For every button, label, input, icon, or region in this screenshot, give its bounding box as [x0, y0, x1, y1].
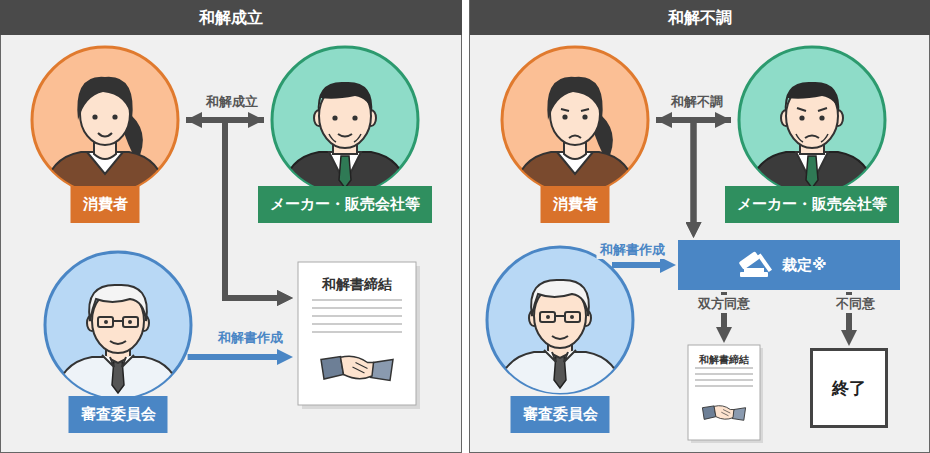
node-label: 消費者: [541, 186, 610, 223]
happy-woman: [43, 77, 167, 197]
node-label: 審査委員会: [69, 396, 168, 433]
node-label: 消費者: [71, 186, 140, 223]
node-label: 和解書締結: [685, 353, 763, 367]
panel-header: 和解不調: [470, 0, 930, 35]
panel-header: 和解成立: [0, 0, 462, 35]
edge-label: 和解書作成: [215, 329, 286, 347]
party-node: 消費者: [30, 45, 180, 223]
document-node: 和解書締結: [295, 262, 419, 405]
document-node: 和解書締結: [685, 345, 763, 440]
node-label: 終了: [813, 351, 885, 425]
panel: 和解不調消費者 メーカー・販売会社等審査委員会 裁定※ 和解書締結 終了: [470, 0, 930, 453]
node-label: メーカー・販売会社等: [725, 186, 899, 223]
party-node: 審査委員会: [485, 245, 635, 433]
node-label: 審査委員会: [511, 396, 610, 433]
end-box: 終了: [810, 348, 888, 428]
panel-ground: [1, 1, 462, 453]
connector-arrow: [612, 262, 666, 268]
edge-label: 和解成立: [203, 93, 261, 111]
party-node: 消費者: [500, 45, 650, 223]
smiling-man: [281, 82, 409, 197]
party-node: 審査委員会: [43, 250, 193, 433]
connector-arrow: [188, 354, 283, 360]
edge-label: 和解書作成: [597, 241, 668, 259]
ruling-box: [678, 240, 900, 290]
node-label: メーカー・販売会社等: [258, 186, 432, 223]
committee-elder: [496, 280, 624, 397]
edge-label: 不同意: [833, 295, 878, 313]
edge-label: 双方同意: [695, 295, 753, 313]
ruling-box: 裁定※: [678, 240, 900, 290]
party-node: メーカー・販売会社等: [255, 45, 435, 223]
committee-elder: [54, 285, 182, 402]
node-label: 和解書締結: [295, 276, 419, 294]
edge-label: 和解不調: [668, 93, 726, 111]
party-node: メーカー・販売会社等: [722, 45, 902, 223]
panel: 和解成立消費者 メーカー・販売会社等審査委員会 和解書締結: [0, 0, 462, 453]
node-label: 裁定※: [782, 240, 900, 290]
sad-man: [748, 82, 876, 197]
connector-arrow: [656, 120, 694, 228]
sad-woman: [513, 77, 637, 197]
panel-ground: [470, 1, 930, 453]
